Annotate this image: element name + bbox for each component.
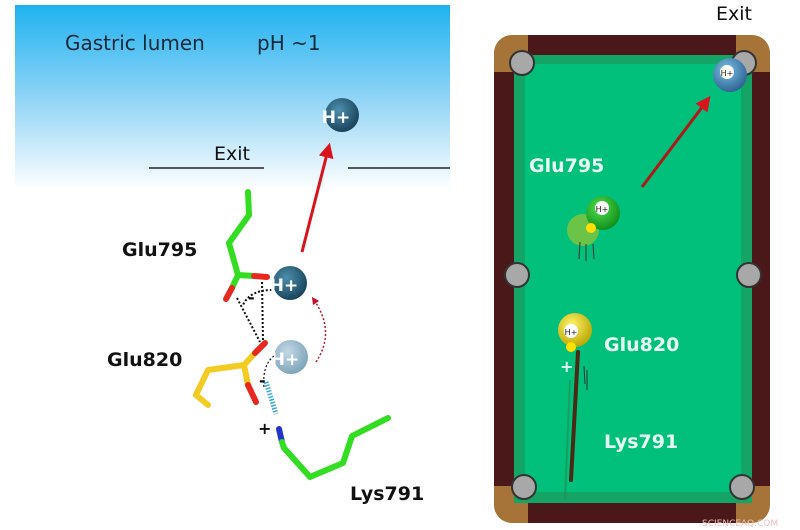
exit-arrow	[300, 142, 334, 253]
pocket	[736, 262, 762, 288]
exit-label: Exit	[716, 3, 752, 25]
glu795-label: Glu795	[529, 155, 604, 177]
lys791-charge: +	[258, 419, 271, 438]
watermark: SCIENCEAQ.COM	[702, 519, 778, 529]
proton-on-glu820: H+	[271, 340, 308, 374]
salt-bridge	[263, 381, 279, 415]
ball-label: H+	[565, 328, 578, 337]
plus-sign: +	[560, 357, 573, 376]
ph-label: pH ~1	[257, 31, 321, 55]
hbond-dots	[236, 281, 273, 343]
gastric-lumen-region	[15, 5, 450, 190]
cue-stick	[569, 350, 580, 482]
right-panel: Exit H+ Glu795 H+	[494, 3, 778, 529]
exit-label: Exit	[214, 143, 250, 165]
ball-blue-exited: H+	[713, 58, 747, 92]
lys791-label: Lys791	[350, 483, 424, 505]
felt	[525, 64, 741, 492]
lys791-label: Lys791	[604, 431, 678, 453]
pocket	[511, 474, 537, 500]
proton-label: H+	[271, 350, 299, 370]
proton-label: H+	[322, 108, 350, 128]
glu820-charge: -	[259, 371, 266, 390]
ball-yellow-glu820: H+	[558, 313, 592, 347]
glu795-stick	[223, 189, 270, 302]
ball-green-glu795: H+	[586, 196, 620, 230]
pocket	[504, 262, 530, 288]
motion-lines	[578, 241, 595, 261]
region-label: Gastric lumen	[65, 31, 205, 55]
motion-lines	[583, 365, 588, 390]
pocket	[729, 474, 755, 500]
ball-label: H+	[721, 69, 734, 78]
glu820-label: Glu820	[604, 334, 679, 356]
glu795-label: Glu795	[122, 239, 197, 261]
glu795-charge: -	[248, 288, 255, 307]
lys791-stick	[276, 415, 391, 480]
ball-label: H+	[596, 205, 609, 214]
left-panel: Gastric lumen pH ~1 Exit H+ Glu795 -	[15, 5, 450, 505]
glu820-label: Glu820	[107, 349, 182, 371]
glu820-stick	[193, 340, 268, 408]
proton-on-glu795: H+	[270, 266, 307, 300]
cue-motion	[564, 379, 571, 501]
impact-spark	[566, 342, 576, 352]
proton-exited: H+	[322, 98, 359, 132]
pocket	[509, 50, 535, 76]
proton-label: H+	[270, 276, 298, 296]
impact-spark	[586, 223, 596, 233]
exit-arrow	[640, 96, 711, 188]
proton-transfer-arrow	[311, 296, 327, 363]
pockets	[504, 50, 762, 500]
